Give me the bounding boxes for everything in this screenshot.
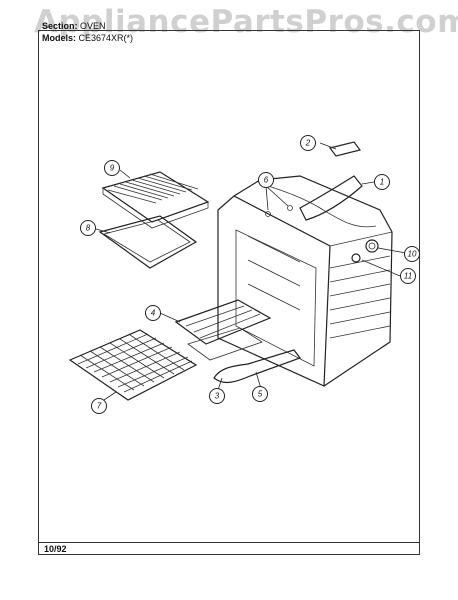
- light-assembly: [351, 239, 379, 263]
- footer-date: 10/92: [44, 544, 67, 554]
- callout-8: 8: [80, 220, 96, 236]
- broiler-grid: [101, 171, 210, 229]
- models-label: Models:: [42, 33, 77, 43]
- vent-duct: [299, 175, 363, 221]
- callout-4: 4: [145, 305, 161, 321]
- models-value: CE3674XR(*): [78, 33, 134, 43]
- svg-text:11: 11: [404, 272, 412, 281]
- bake-element: [187, 327, 301, 384]
- diagram-frame: [38, 30, 420, 555]
- svg-text:4: 4: [151, 309, 156, 318]
- leader-lines: [95, 142, 407, 401]
- svg-text:3: 3: [215, 392, 220, 401]
- callout-6: 6: [258, 172, 274, 188]
- bracket: [328, 141, 362, 157]
- screws: [265, 205, 293, 217]
- svg-text:8: 8: [86, 224, 91, 233]
- callout-11: 11: [400, 268, 416, 284]
- models-row: Models: CE3674XR(*): [42, 32, 133, 44]
- svg-text:9: 9: [110, 164, 115, 173]
- svg-text:6: 6: [264, 176, 269, 185]
- broil-element: [174, 299, 272, 345]
- callout-9: 9: [104, 160, 120, 176]
- oven-rack: [68, 329, 198, 401]
- callout-2: 2: [300, 135, 316, 151]
- svg-text:7: 7: [97, 402, 102, 411]
- oven-cavity: [217, 175, 393, 387]
- callout-3: 3: [209, 388, 225, 404]
- broiler-pan: [98, 215, 198, 269]
- svg-text:5: 5: [258, 390, 263, 399]
- watermark: AppliancePartsPros.com: [34, 4, 458, 40]
- svg-text:1: 1: [380, 178, 384, 187]
- section-value: OVEN: [80, 21, 106, 31]
- callout-10: 10: [404, 246, 420, 262]
- diagram-header: Section: OVEN Models: CE3674XR(*): [42, 20, 133, 44]
- section-label: Section:: [42, 21, 78, 31]
- footer-rule: [38, 542, 420, 543]
- callout-5: 5: [252, 386, 268, 402]
- callout-7: 7: [91, 398, 107, 414]
- callout-1: 1: [374, 174, 390, 190]
- section-row: Section: OVEN: [42, 20, 133, 32]
- svg-text:10: 10: [408, 250, 417, 259]
- svg-text:2: 2: [305, 139, 311, 148]
